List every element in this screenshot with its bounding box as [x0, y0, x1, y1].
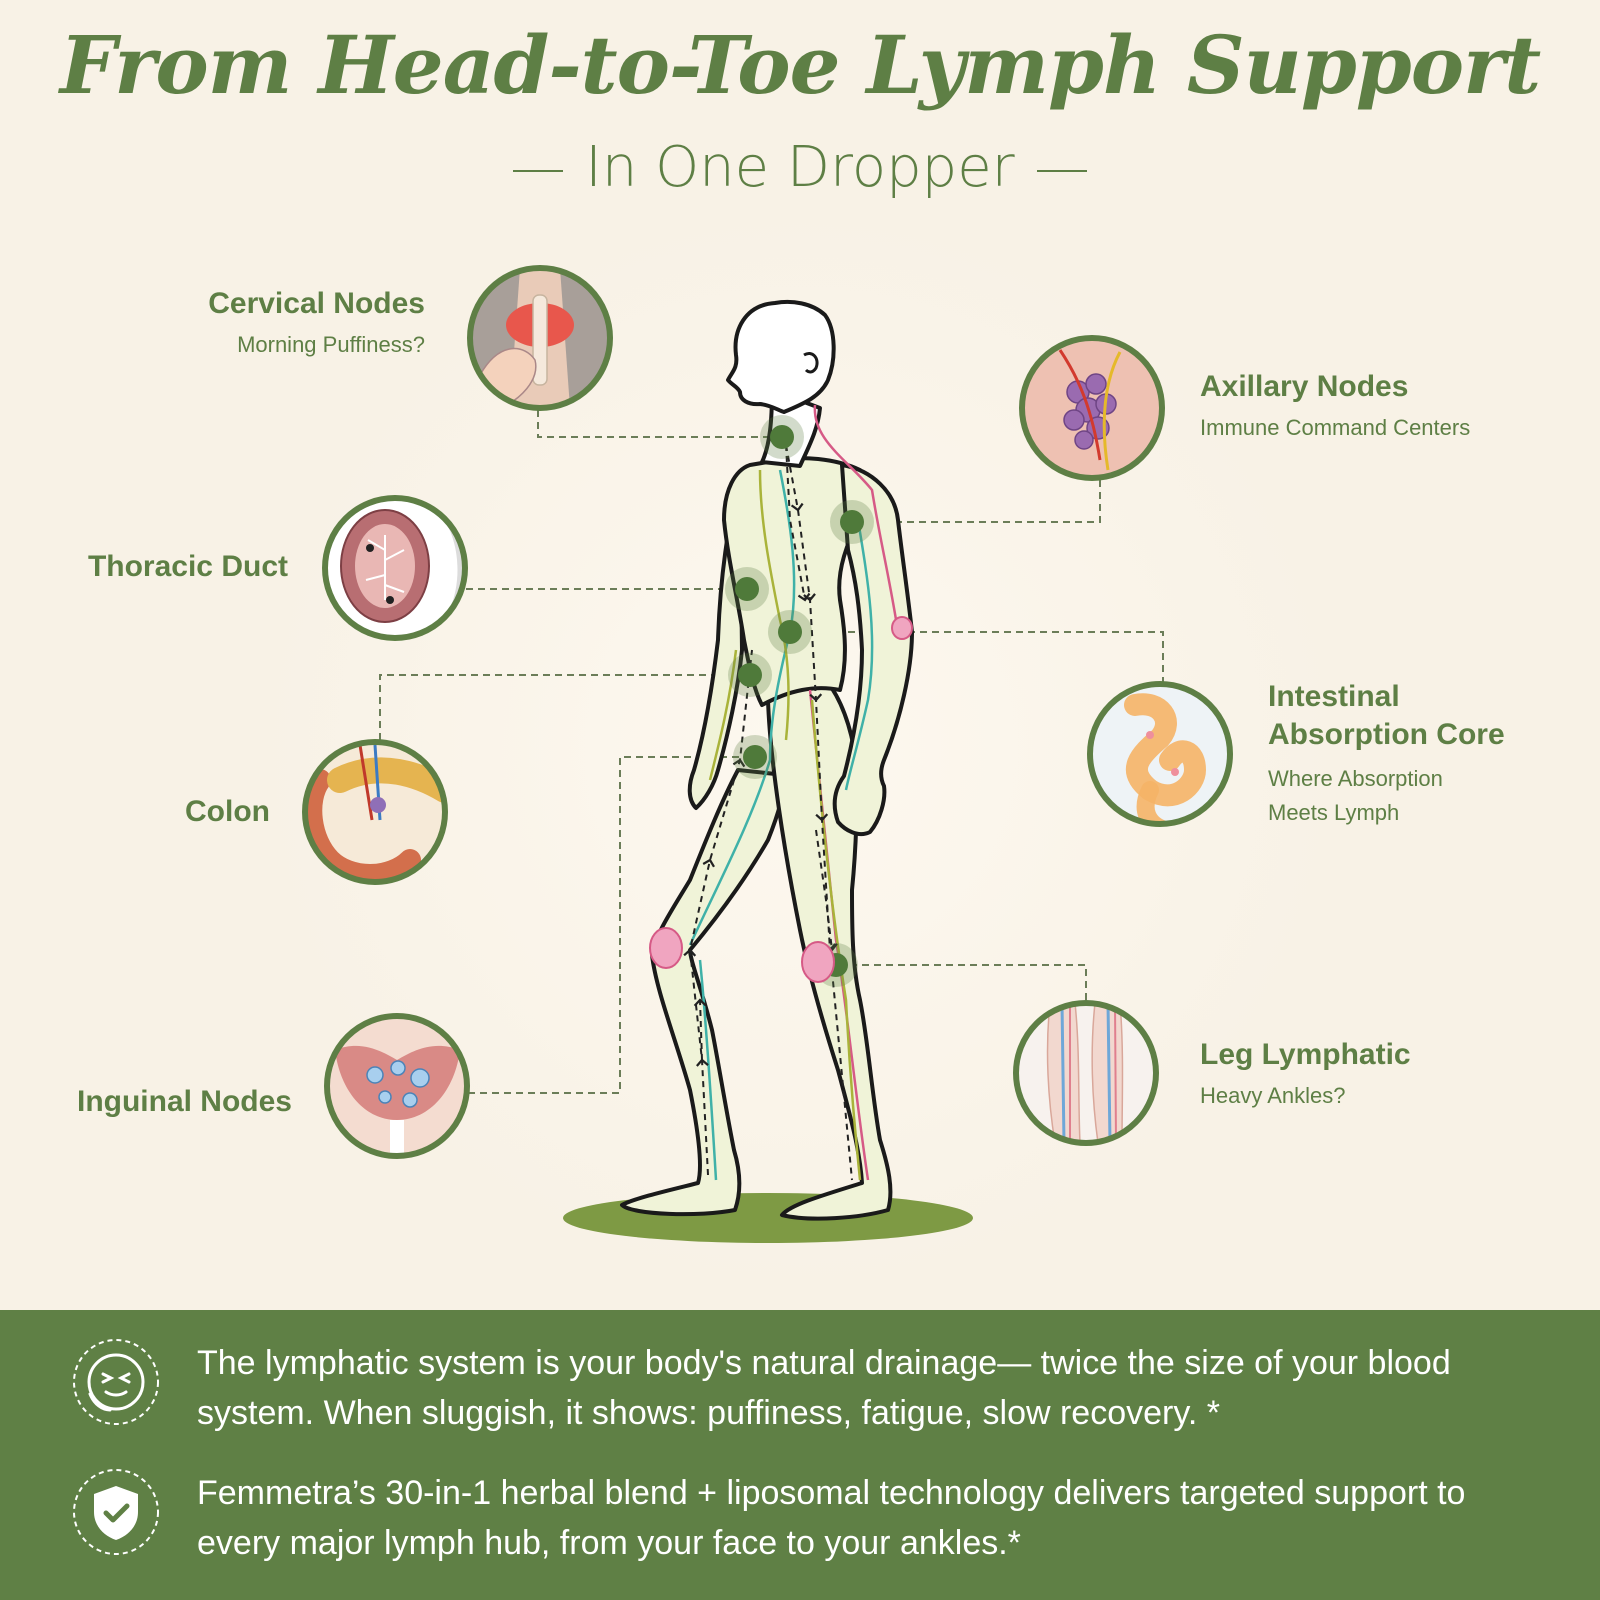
callout-intestinal-subtitle-1: Where Absorption: [1268, 766, 1443, 791]
info-banner: The lymphatic system is your body's natu…: [0, 1310, 1600, 1600]
subtitle-text: In One Dropper: [585, 135, 1015, 200]
callout-intestinal-subtitle-2: Meets Lymph: [1268, 800, 1400, 825]
connector-cervical: [537, 410, 782, 438]
connector-leg: [836, 964, 1087, 1000]
connector-axillary: [852, 480, 1101, 523]
callout-thoracic: Thoracic Duct: [40, 548, 288, 586]
callout-axillary-subtitle: Immune Command Centers: [1200, 415, 1471, 440]
connector-intestinal: [790, 631, 1164, 684]
sneeze-face-icon: [73, 1339, 159, 1425]
ground-shadow: [563, 1193, 973, 1243]
callout-axillary: Axillary Nodes Immune Command Centers: [1200, 368, 1560, 444]
page-title: From Head-to-Toe Lymph Support: [59, 18, 1541, 112]
callout-leg: Leg Lymphatic Heavy Ankles?: [1200, 1036, 1520, 1112]
subtitle-dash-right: [1036, 169, 1087, 172]
lymph-node-dots: [649, 415, 913, 987]
callout-colon-title: Colon: [185, 795, 270, 828]
callout-cervical-subtitle: Morning Puffiness?: [237, 332, 425, 357]
page-subtitle: In One Dropper: [0, 135, 1600, 200]
info-row-2: Femmetra’s 30-in-1 herbal blend + liposo…: [72, 1468, 1572, 1578]
connector-lines: [379, 410, 1164, 1094]
callout-leg-title: Leg Lymphatic: [1200, 1038, 1411, 1071]
head: [726, 299, 836, 414]
connector-inguinal: [468, 756, 755, 1094]
colon-image: [302, 739, 448, 885]
body-diagram: [302, 265, 1233, 1243]
callout-intestinal-title-2: Absorption Core: [1268, 718, 1505, 751]
shield-check-icon: [73, 1469, 159, 1555]
axillary-nodes-image: [1019, 335, 1165, 481]
callout-intestinal: Intestinal Absorption Core Where Absorpt…: [1268, 678, 1578, 830]
callout-cervical-title: Cervical Nodes: [208, 287, 425, 320]
leg-lymphatic-image: [1013, 1000, 1159, 1146]
ear: [803, 352, 819, 374]
connector-colon: [379, 674, 750, 740]
thoracic-duct-image: [322, 495, 468, 641]
info-row-1: The lymphatic system is your body's natu…: [72, 1338, 1572, 1448]
callout-inguinal: Inguinal Nodes: [20, 1083, 292, 1121]
callout-cervical: Cervical Nodes Morning Puffiness?: [120, 285, 425, 361]
callout-inguinal-title: Inguinal Nodes: [76, 1085, 292, 1118]
subtitle-dash-left: [513, 169, 564, 172]
callout-intestinal-title-1: Intestinal: [1268, 680, 1400, 713]
info-text-1: The lymphatic system is your body's natu…: [197, 1344, 1451, 1432]
callout-colon: Colon: [80, 793, 270, 831]
cervical-nodes-image: [467, 265, 613, 411]
callout-thoracic-title: Thoracic Duct: [87, 550, 288, 583]
callout-axillary-title: Axillary Nodes: [1200, 370, 1409, 403]
intestinal-absorption-image: [1087, 681, 1233, 827]
callout-leg-subtitle: Heavy Ankles?: [1200, 1083, 1346, 1108]
inguinal-nodes-image: [324, 1013, 470, 1159]
info-text-2: Femmetra’s 30-in-1 herbal blend + liposo…: [197, 1474, 1466, 1562]
